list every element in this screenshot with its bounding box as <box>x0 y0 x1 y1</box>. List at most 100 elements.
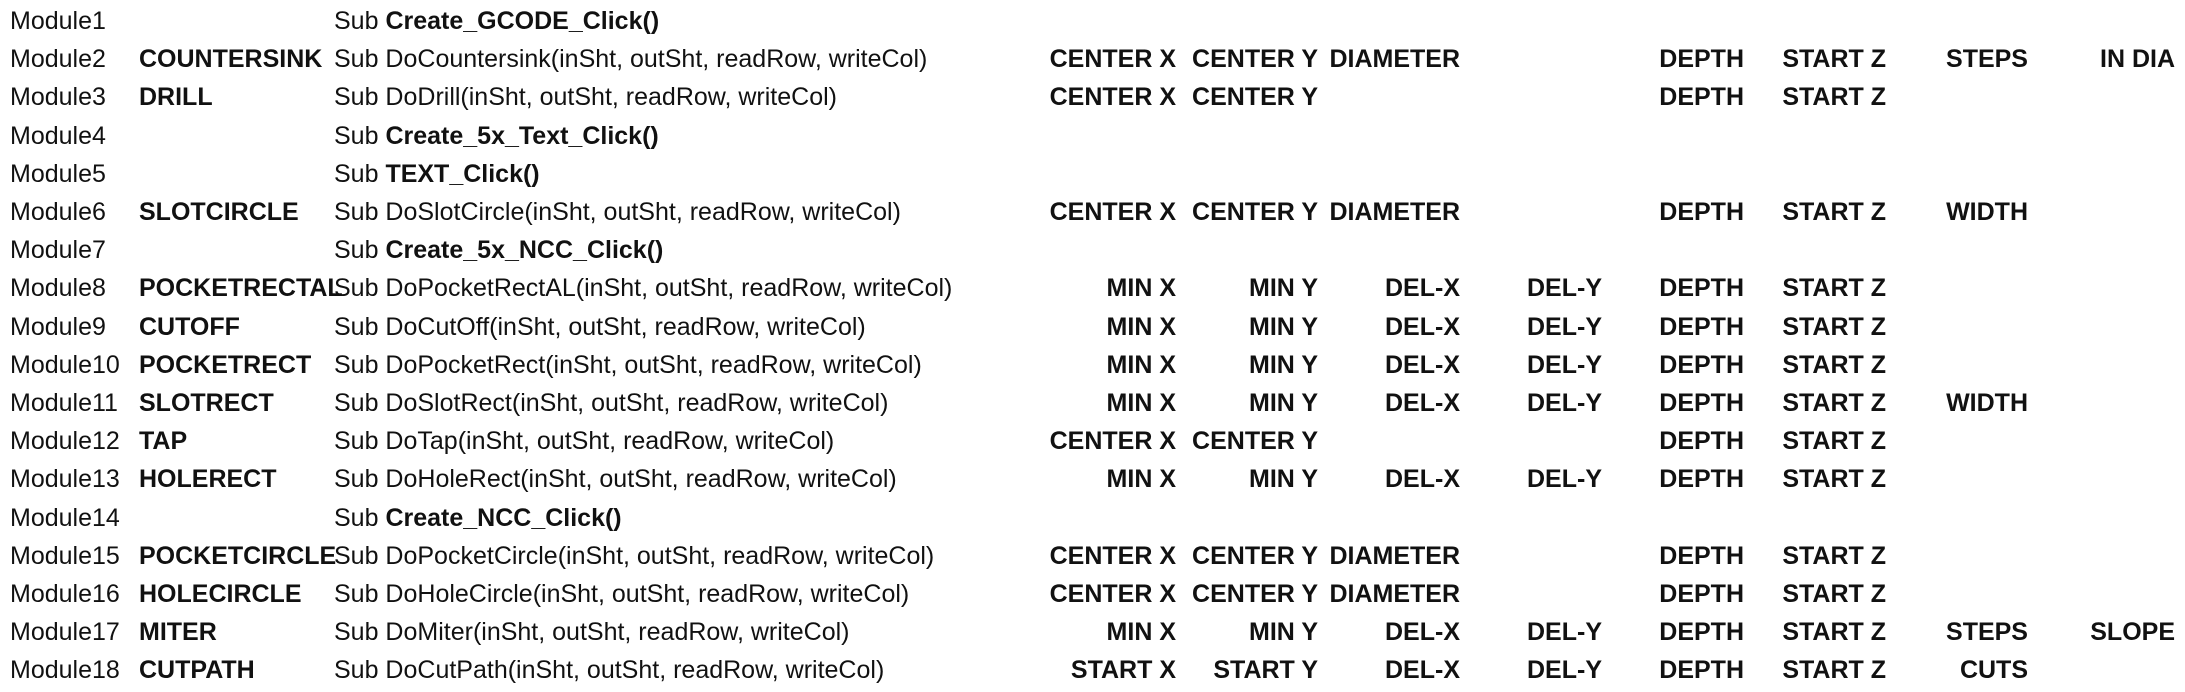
module-name: Module18 <box>10 656 120 685</box>
col-c-label: DIAMETER <box>1329 198 1460 226</box>
col-c-label: DEL-X <box>1385 465 1460 494</box>
col-depth-label: DEPTH <box>1659 83 1744 112</box>
col-d-label <box>1464 575 1602 613</box>
col-d-label <box>1464 499 1602 537</box>
col-depth-label <box>1606 231 1744 269</box>
col-c-label <box>1322 499 1460 537</box>
col-g-label <box>1890 155 2028 193</box>
module-name: Module8 <box>10 274 106 303</box>
sub-text: Sub DoCutPath(inSht, outSht, readRow, wr… <box>334 656 885 685</box>
col-depth-label <box>1606 117 1744 155</box>
sub-signature: Sub Create_NCC_Click() <box>334 499 622 537</box>
col-g-label <box>1890 308 2028 346</box>
col-h-label: SLOPE <box>2090 618 2175 647</box>
module-name: Module12 <box>10 427 120 456</box>
col-h-label <box>2032 460 2175 498</box>
col-startz-label: START Z <box>1782 350 1886 379</box>
col-h-label <box>2032 384 2175 422</box>
sub-signature: Sub DoSlotCircle(inSht, outSht, readRow,… <box>334 193 901 231</box>
col-g-label <box>1890 575 2028 613</box>
col-b-label <box>1180 231 1318 269</box>
sub-text: Sub DoHoleCircle(inSht, outSht, readRow,… <box>334 580 910 608</box>
sub-text: Sub DoPocketRect(inSht, outSht, readRow,… <box>334 350 922 379</box>
table-row: Module12 TAP Sub DoTap(inSht, outSht, read… <box>0 422 2185 460</box>
col-b-label: CENTER Y <box>1192 198 1318 226</box>
col-d-label <box>1464 78 1602 116</box>
col-startz-label <box>1748 231 1886 269</box>
col-g-label <box>1890 422 2028 460</box>
sub-signature: Sub DoSlotRect(inSht, outSht, readRow, w… <box>334 384 888 422</box>
col-g-label: WIDTH <box>1946 198 2028 226</box>
col-b-label: MIN Y <box>1249 350 1318 379</box>
col-depth-label <box>1606 499 1744 537</box>
sub-text: Sub <box>334 7 386 35</box>
col-a-label: MIN X <box>1106 274 1176 303</box>
col-startz-label: START Z <box>1782 45 1886 74</box>
col-h-label: IN DIA <box>2100 45 2175 74</box>
col-d-label: DEL-Y <box>1527 389 1602 417</box>
col-startz-label: START Z <box>1782 312 1886 341</box>
col-b-label: MIN Y <box>1249 465 1318 494</box>
col-g-label <box>1890 460 2028 498</box>
module-name: Module11 <box>10 389 118 417</box>
module-name: Module13 <box>10 465 120 494</box>
col-startz-label: START Z <box>1782 389 1886 417</box>
sub-signature: Sub DoPocketRect(inSht, outSht, readRow,… <box>334 346 922 384</box>
module-name: Module14 <box>10 503 120 532</box>
col-g-label: WIDTH <box>1946 389 2028 417</box>
col-g-label <box>1890 537 2028 575</box>
operation-name: HOLERECT <box>139 465 277 494</box>
col-g-label <box>1890 231 2028 269</box>
sub-text: Sub DoTap(inSht, outSht, readRow, writeC… <box>334 427 835 456</box>
col-depth-label: DEPTH <box>1659 312 1744 341</box>
operation-name: COUNTERSINK <box>139 45 323 74</box>
col-b-label <box>1180 2 1318 40</box>
sub-text: Sub DoSlotRect(inSht, outSht, readRow, w… <box>334 389 889 417</box>
col-depth-label: DEPTH <box>1659 427 1744 456</box>
sub-signature: Sub DoPocketRectAL(inSht, outSht, readRo… <box>334 269 952 307</box>
sub-signature: Sub DoTap(inSht, outSht, readRow, writeC… <box>334 422 834 460</box>
col-c-label <box>1322 117 1460 155</box>
sub-text: Sub DoPocketCircle(inSht, outSht, readRo… <box>334 541 935 570</box>
col-c-label <box>1322 78 1460 116</box>
col-d-label <box>1464 231 1602 269</box>
col-h-label <box>2032 499 2175 537</box>
operation-name: TAP <box>139 427 188 456</box>
col-depth-label <box>1606 155 1744 193</box>
col-a-label <box>1020 2 1176 40</box>
sub-text: Sub DoHoleRect(inSht, outSht, readRow, w… <box>334 465 897 494</box>
col-a-label: CENTER X <box>1049 427 1176 456</box>
sub-signature: Sub TEXT_Click() <box>334 155 540 193</box>
module-name: Module1 <box>10 7 106 35</box>
col-d-label <box>1464 40 1602 78</box>
col-depth-label: DEPTH <box>1659 465 1744 494</box>
col-a-label: CENTER X <box>1049 45 1176 74</box>
operation-name: DRILL <box>139 83 213 112</box>
col-g-label <box>1890 346 2028 384</box>
col-depth-label: DEPTH <box>1659 618 1744 647</box>
col-g-label <box>1890 117 2028 155</box>
col-a-label: MIN X <box>1106 618 1176 647</box>
operation-name: CUTPATH <box>139 656 255 685</box>
operation-name: POCKETCIRCLE <box>139 541 337 570</box>
sub-text: Sub DoCutOff(inSht, outSht, readRow, wri… <box>334 312 866 341</box>
col-startz-label <box>1748 2 1886 40</box>
col-depth-label: DEPTH <box>1659 580 1744 608</box>
sub-bold-name: Create_5x_Text_Click() <box>385 121 659 150</box>
sub-signature: Sub DoHoleRect(inSht, outSht, readRow, w… <box>334 460 897 498</box>
sub-signature: Sub Create_5x_NCC_Click() <box>334 231 663 269</box>
col-h-label <box>2032 308 2175 346</box>
operation-name: CUTOFF <box>139 312 240 341</box>
col-b-label <box>1180 117 1318 155</box>
module-name: Module3 <box>10 83 106 112</box>
operation-name: SLOTCIRCLE <box>139 198 299 226</box>
col-a-label: MIN X <box>1106 465 1176 494</box>
